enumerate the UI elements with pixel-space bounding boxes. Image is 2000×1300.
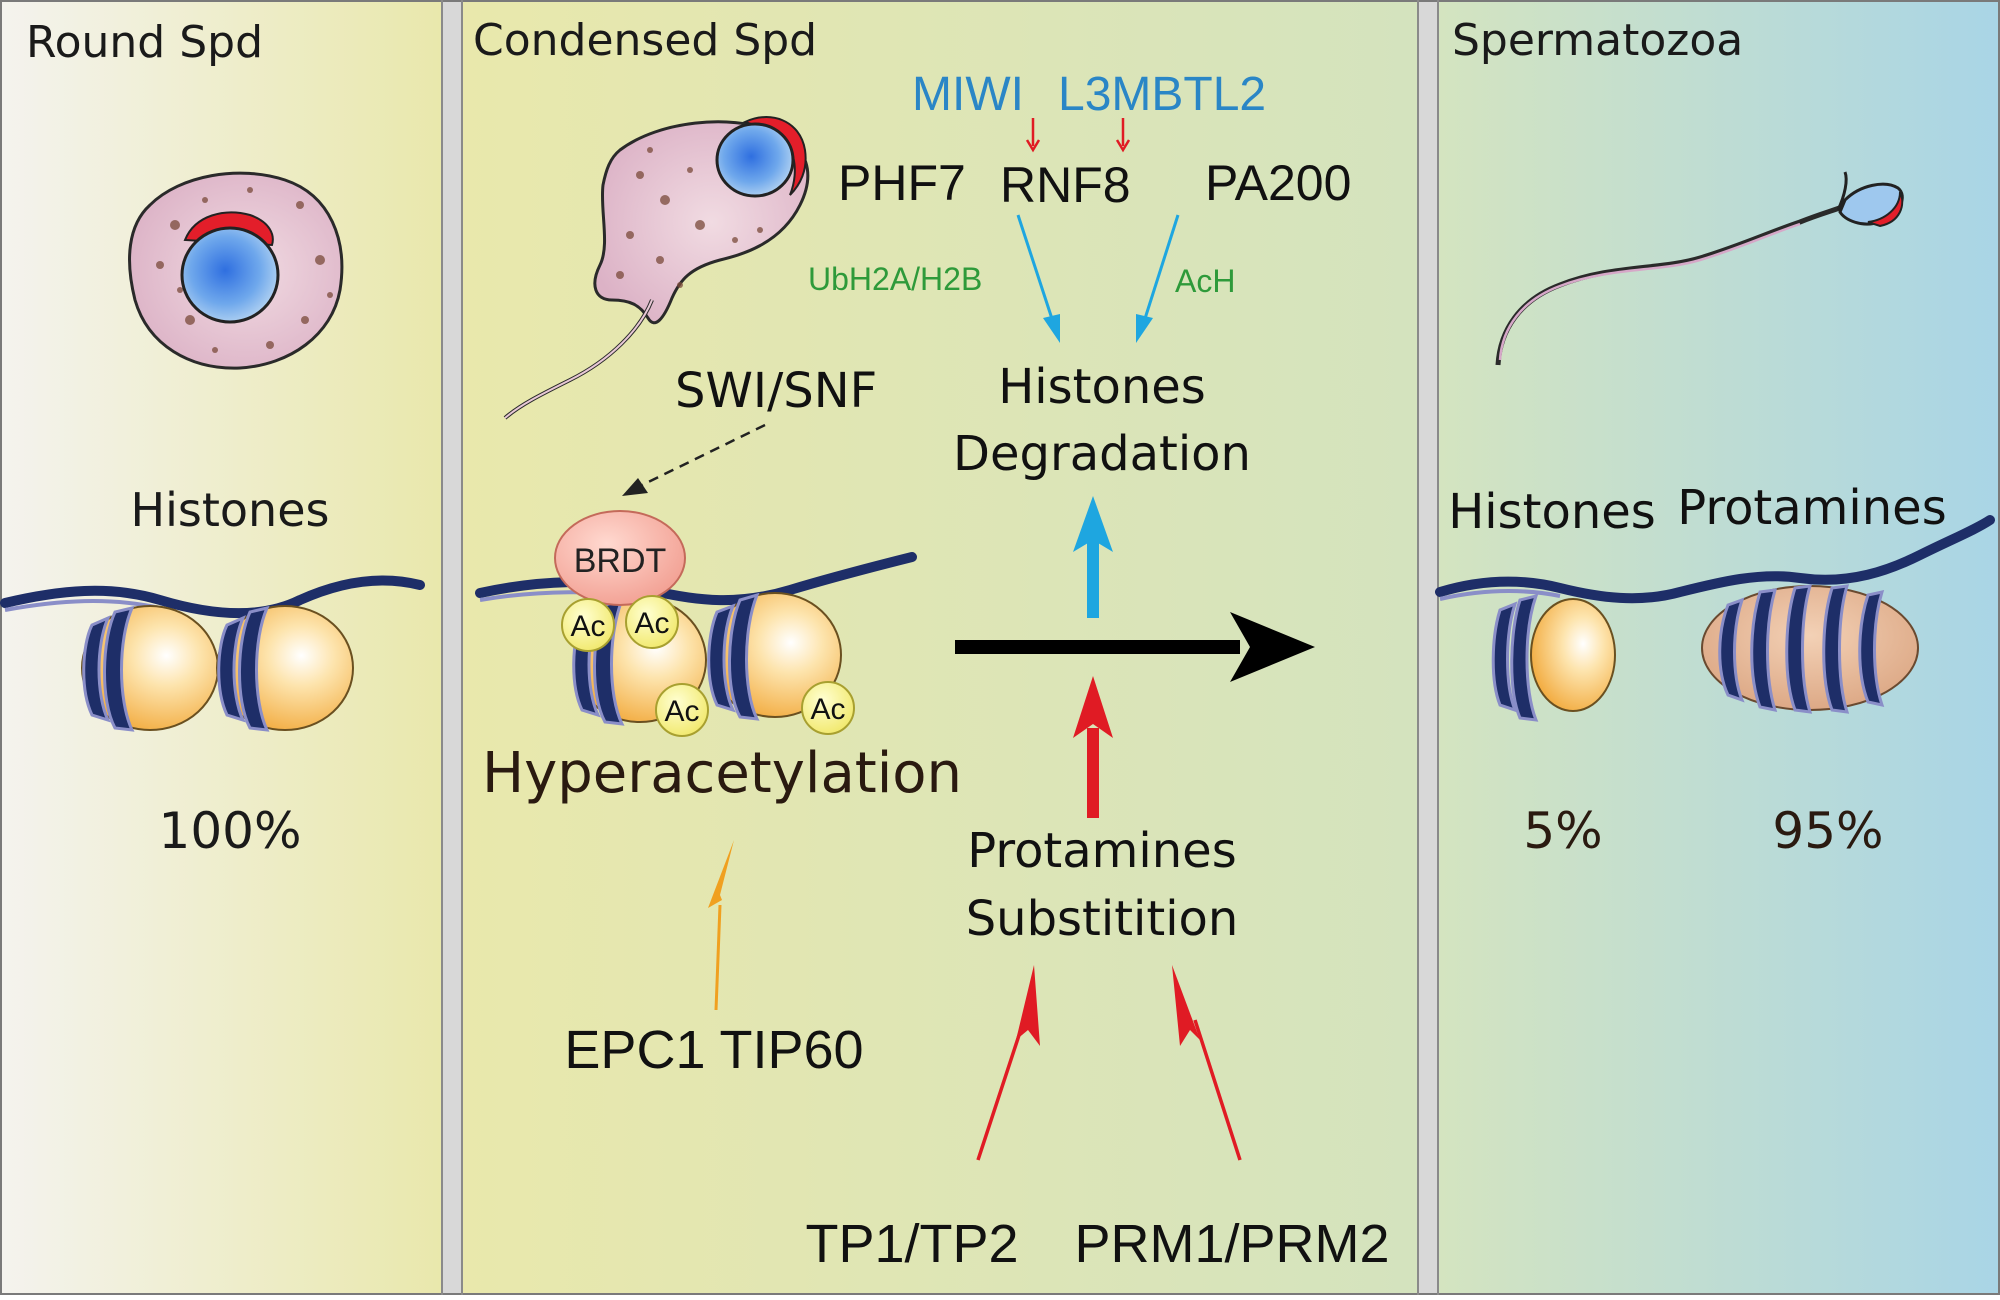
condensed-spd-title: Condensed Spd: [473, 15, 817, 66]
acetyl-mark-4: Ac: [801, 681, 855, 735]
rnf8-label: RNF8: [1000, 157, 1131, 213]
swi-snf-dashed-arrow: [622, 423, 766, 496]
swi-snf-label: SWI/SNF: [675, 363, 877, 419]
hyperacetylation-label: Hyperacetylation: [482, 741, 962, 806]
acetyl-mark-label: Ac: [664, 695, 699, 728]
brdt-label: BRDT: [574, 542, 667, 580]
ubh2a-h2b-label: UbH2A/H2B: [808, 261, 982, 297]
acetyl-mark-label: Ac: [810, 693, 845, 726]
pa200-to-degradation-arrow: [1136, 214, 1180, 343]
sperm-protamines-label: Protamines: [1677, 480, 1946, 536]
protamines-substitution-line2: Substitition: [966, 891, 1239, 947]
ach-label: AcH: [1175, 263, 1235, 299]
elongating-spermatid-cell-icon: [503, 116, 810, 420]
brdt-protein: BRDT: [554, 510, 686, 606]
degradation-up-arrow: [1073, 496, 1113, 618]
prm1-prm2-label: PRM1/PRM2: [1074, 1214, 1389, 1274]
spermatozoon-icon: [1495, 171, 1904, 366]
round-spermatid-cell-icon: [128, 171, 344, 370]
round-histones-label: Histones: [131, 483, 330, 537]
sperm-histones-label: Histones: [1448, 484, 1656, 540]
main-transition-arrow: [955, 612, 1315, 682]
protamines-substitution-line1: Protamines: [967, 823, 1236, 879]
prm1-prm2-arrow: [1172, 965, 1242, 1161]
l3mbtl2-inhibition-arrow: [1115, 118, 1131, 153]
miwi-inhibition-arrow: [1025, 118, 1041, 153]
round-percent: 100%: [159, 802, 302, 860]
rnf8-to-degradation-arrow: [1016, 214, 1060, 343]
histones-degradation-line2: Degradation: [953, 426, 1251, 482]
l3mbtl2-label: L3MBTL2: [1058, 68, 1266, 121]
substitution-up-arrow: [1073, 676, 1113, 818]
tp1-tp2-arrow: [976, 965, 1040, 1161]
acetyl-mark-1: Ac: [561, 598, 615, 652]
sperm-histones-percent: 5%: [1523, 802, 1602, 860]
sperm-chromatin: [1435, 515, 1995, 722]
round-spd-title: Round Spd: [26, 17, 263, 68]
histones-degradation-line1: Histones: [998, 359, 1206, 415]
miwi-label: MIWI: [912, 68, 1024, 121]
acetyl-mark-2: Ac: [625, 595, 679, 649]
tp1-tp2-label: TP1/TP2: [805, 1214, 1018, 1274]
epc1-tip60-arrow: [708, 840, 734, 1011]
acetyl-mark-label: Ac: [634, 607, 669, 640]
sperm-protamines-percent: 95%: [1772, 802, 1883, 860]
spermatozoa-title: Spermatozoa: [1452, 15, 1743, 66]
pa200-label: PA200: [1205, 155, 1351, 211]
acetyl-mark-label: Ac: [570, 610, 605, 643]
epc1-tip60-label: EPC1 TIP60: [564, 1020, 863, 1080]
round-nucleosomes: [0, 575, 425, 732]
acetyl-mark-3: Ac: [655, 683, 709, 737]
phf7-label: PHF7: [838, 155, 966, 211]
